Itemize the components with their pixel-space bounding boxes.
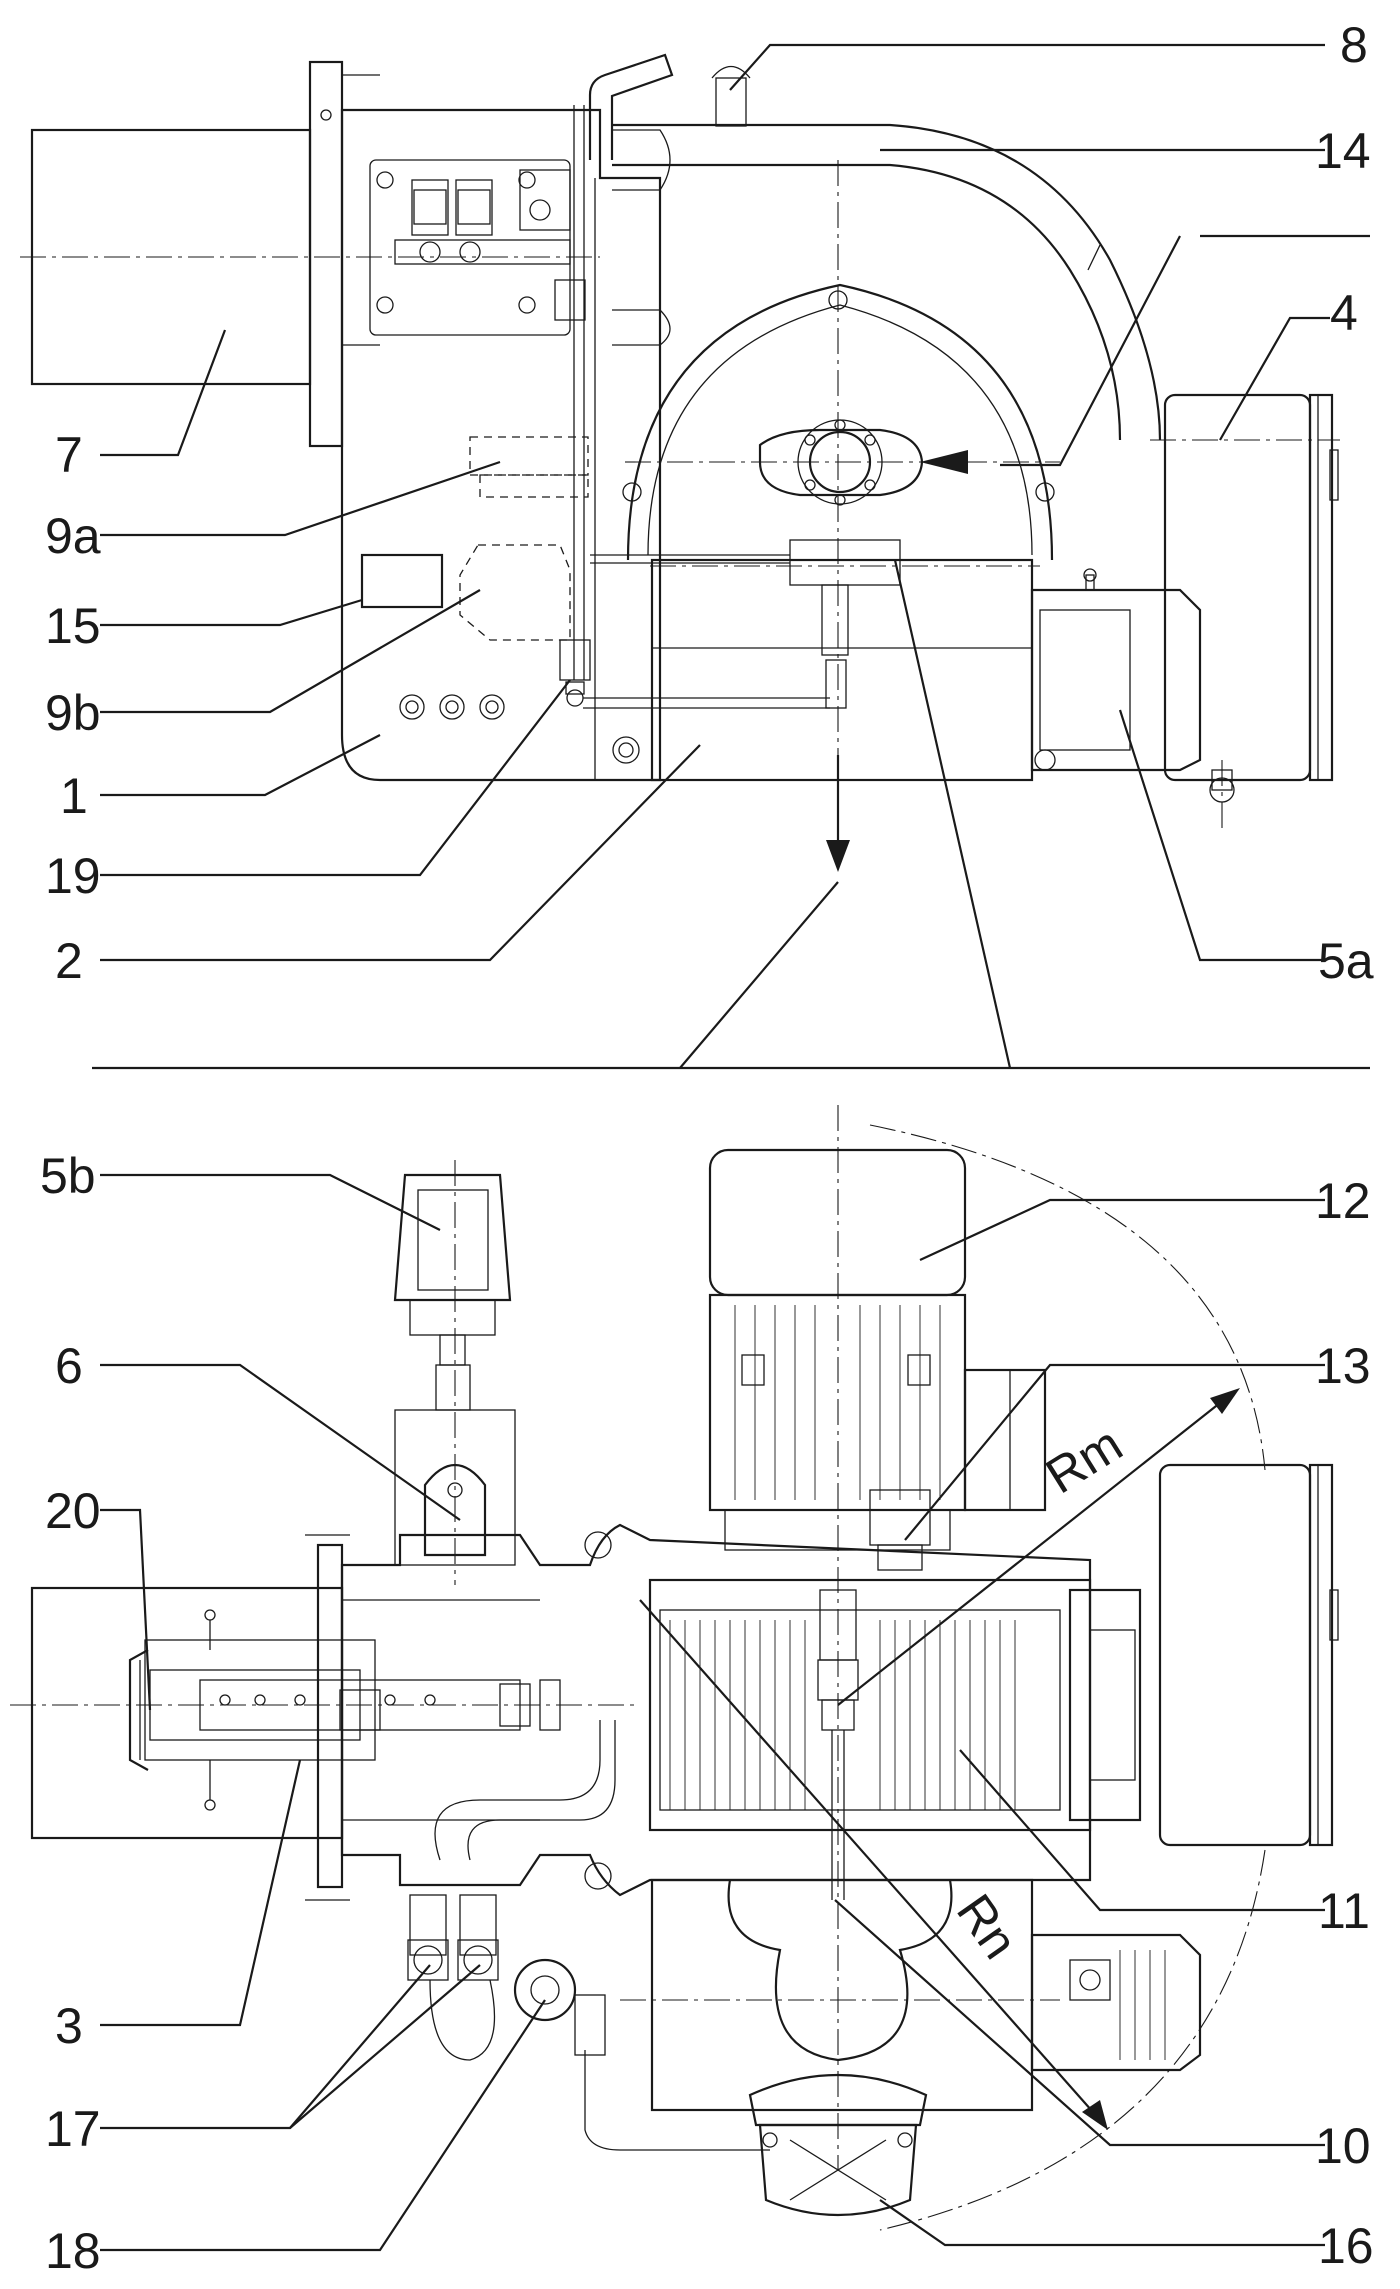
- rn-dimension-arrow: [639, 1599, 1108, 2130]
- drive-shaft: [817, 1105, 859, 2170]
- label-7: 7: [55, 427, 83, 483]
- label-16: 16: [1318, 2218, 1374, 2274]
- label-13: 13: [1315, 1338, 1371, 1394]
- bottom-view: [10, 1105, 1339, 2231]
- servomotor-5b: [393, 1173, 512, 1411]
- label-5a: 5a: [1318, 933, 1374, 989]
- label-6: 6: [55, 1338, 83, 1394]
- fan-motor-plan: [708, 1148, 1047, 1551]
- cable-glands: [399, 694, 505, 720]
- component-9a: [469, 436, 589, 498]
- rm-radius-arc: [869, 1124, 1266, 1471]
- servo-right-lower: [1030, 1933, 1202, 2072]
- pump-arrow: [920, 450, 968, 474]
- label-3: 3: [55, 1998, 83, 2054]
- label-rm: Rm: [1036, 1416, 1132, 1505]
- label-19: 19: [45, 848, 101, 904]
- oil-pipe-vertical: [573, 53, 674, 680]
- flange-plan: [305, 1534, 350, 1901]
- linkage-6: [394, 1160, 516, 1585]
- label-20: 20: [45, 1483, 101, 1539]
- label-14: 14: [1315, 123, 1371, 179]
- rn-radius-arc: [879, 1849, 1266, 2231]
- label-11: 11: [1318, 1883, 1370, 1939]
- component-9b: [459, 544, 571, 641]
- top-view: [20, 53, 1370, 1070]
- combustion-head: [199, 1679, 561, 1731]
- labels: 8 14 4 7 9a 15 9b 1 19 2 5a 5b 12 6 13 2…: [40, 17, 1374, 2279]
- component-13: [869, 1489, 931, 1571]
- pressure-gauge-18: [513, 1958, 770, 2151]
- label-17: 17: [45, 2101, 101, 2157]
- lifting-eye: [711, 65, 751, 127]
- fan-housing-arch: [622, 160, 1060, 782]
- label-rn: Rn: [946, 1884, 1029, 1968]
- fan-motor: [1150, 393, 1340, 782]
- fan-volute: [612, 123, 1162, 441]
- oil-pump-16: [748, 2073, 928, 2217]
- oil-pump-front: [590, 419, 924, 764]
- label-18: 18: [45, 2223, 101, 2279]
- label-1: 1: [60, 768, 88, 824]
- label-10: 10: [1315, 2118, 1371, 2174]
- burner-housing: [340, 108, 662, 782]
- rm-dimension-arrow: [837, 1388, 1240, 1706]
- leader-lines: [100, 43, 1330, 2252]
- burner-body-plan: [340, 1523, 1092, 1897]
- label-12: 12: [1315, 1173, 1371, 1229]
- label-9b: 9b: [45, 685, 101, 741]
- label-15: 15: [45, 598, 101, 654]
- flow-arrow: [826, 755, 850, 872]
- label-4: 4: [1330, 285, 1358, 341]
- label-5b: 5b: [40, 1148, 96, 1204]
- label-8: 8: [1340, 17, 1368, 73]
- valve-plate: [369, 159, 586, 336]
- label-9a: 9a: [45, 508, 101, 564]
- air-damper-servomotor: [1030, 568, 1235, 830]
- impeller-blades: [669, 1620, 1016, 1810]
- rating-plate: [360, 553, 444, 609]
- label-2: 2: [55, 933, 83, 989]
- pressure-switch: [559, 639, 830, 709]
- solenoid-valves-17: [407, 1720, 616, 2061]
- servomotor-right: [1158, 1463, 1339, 1847]
- fan-impeller: [648, 1578, 1142, 1832]
